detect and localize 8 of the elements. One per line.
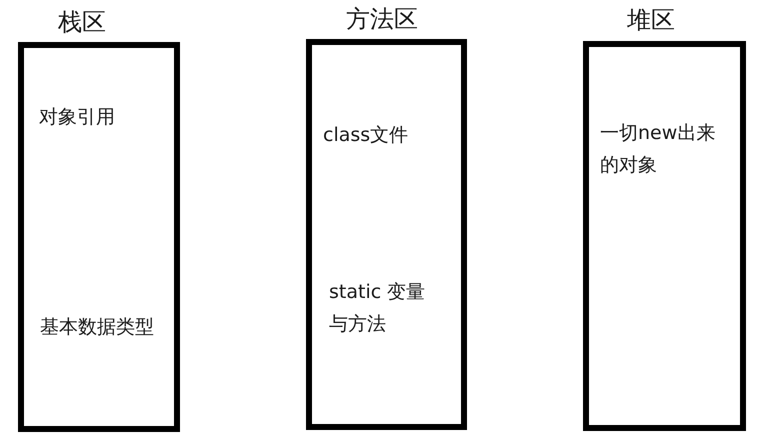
region-text: 基本数据类型 xyxy=(40,315,155,340)
region-text: 对象引用 xyxy=(39,105,116,130)
region-title: 堆区 xyxy=(627,5,676,35)
region-text: static 变量与方法 xyxy=(329,280,426,337)
region-title: 方法区 xyxy=(346,4,419,34)
region-title: 栈区 xyxy=(58,7,107,37)
region-text: 一切new出来的对象 xyxy=(600,121,716,178)
region-text: class文件 xyxy=(323,123,410,148)
